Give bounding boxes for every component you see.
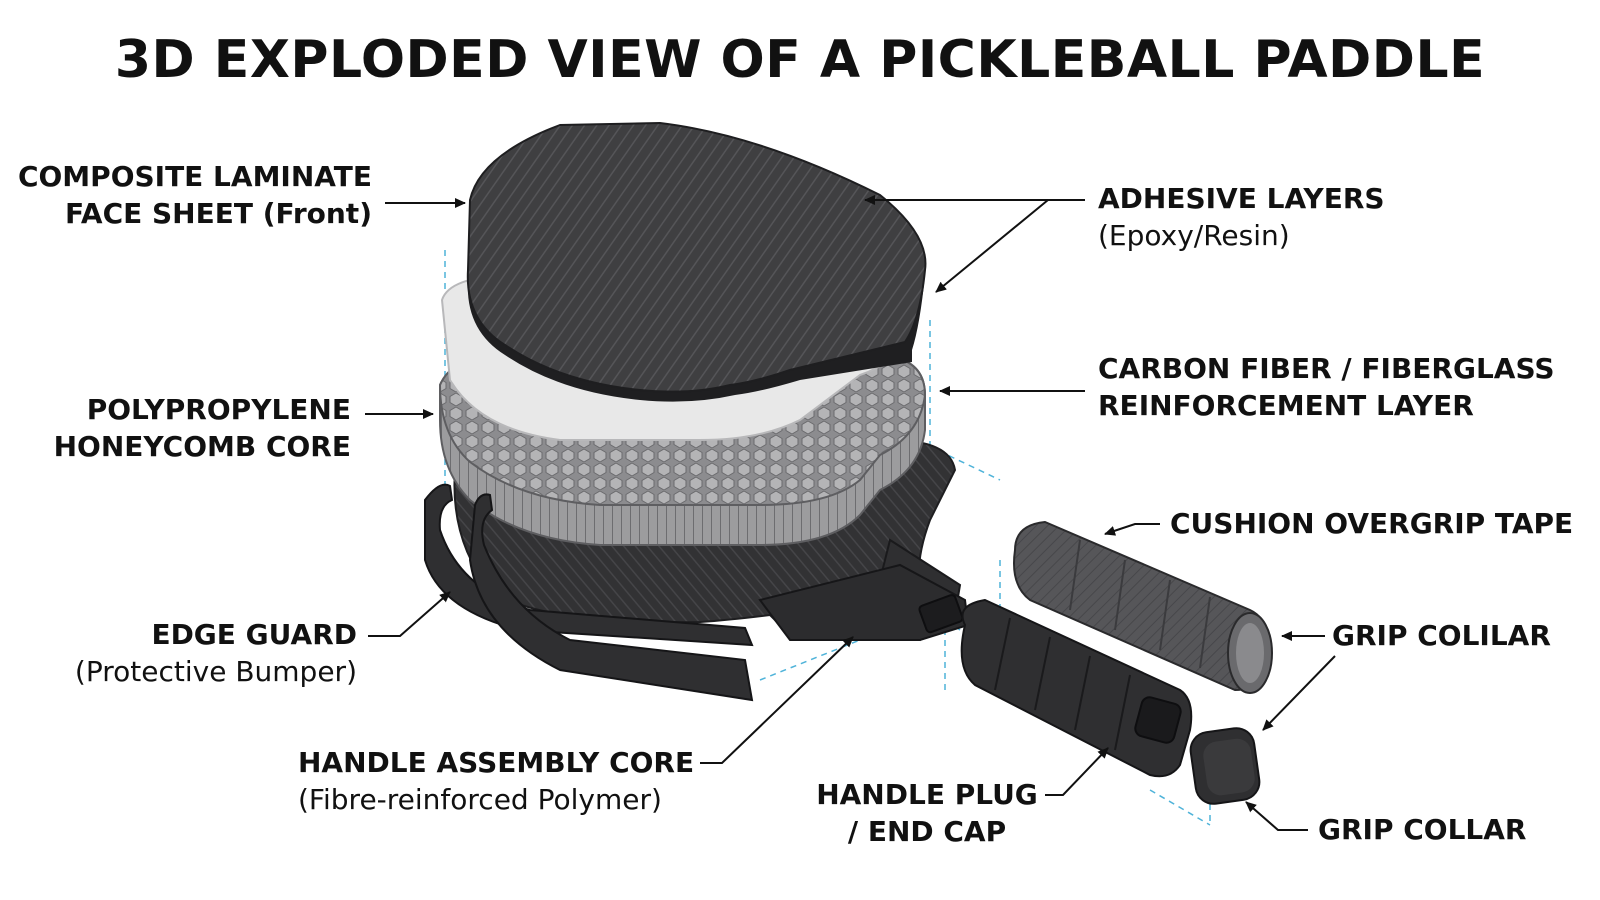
label-handle-plug: HANDLE PLUG / END CAP <box>812 776 1042 850</box>
label-face-sheet: COMPOSITE LAMINATE FACE SHEET (Front) <box>18 158 372 232</box>
label-adhesive-line1: ADHESIVE LAYERS <box>1098 182 1385 215</box>
label-adhesive-line2: (Epoxy/Resin) <box>1098 219 1290 252</box>
overgrip-tape <box>1013 520 1273 694</box>
grip-collar <box>1189 727 1261 805</box>
edge-guard <box>424 483 754 702</box>
label-honeycomb-line2: HONEYCOMB CORE <box>53 430 351 463</box>
handle-assembly-core <box>758 563 970 641</box>
callout-arrows <box>365 195 1336 831</box>
arrow-handle-plug <box>1045 747 1109 796</box>
label-face-sheet-line1: COMPOSITE LAMINATE <box>17 160 372 193</box>
arrow-overgrip <box>1104 523 1160 536</box>
label-handle-core-line2: (Fibre-reinforced Polymer) <box>298 783 662 816</box>
label-edge-guard-line2: (Protective Bumper) <box>74 655 357 688</box>
face-sheet <box>466 121 927 402</box>
label-overgrip-line1: CUSHION OVERGRIP TAPE <box>1170 507 1574 540</box>
label-handle-plug-line2: / END CAP <box>847 815 1007 848</box>
arrow-grip-collar <box>1245 801 1308 831</box>
label-edge-guard: EDGE GUARD (Protective Bumper) <box>75 616 357 690</box>
label-grip-colilar-line1: GRIP COLILAR <box>1332 619 1551 652</box>
diagram-title: 3D EXPLODED VIEW OF A PICKLEBALL PADDLE <box>114 30 1486 90</box>
label-honeycomb: POLYPROPYLENE HONEYCOMB CORE <box>54 391 351 465</box>
label-adhesive: ADHESIVE LAYERS (Epoxy/Resin) <box>1098 180 1385 254</box>
label-edge-guard-line1: EDGE GUARD <box>151 618 357 651</box>
label-grip-collar: GRIP COLLAR <box>1318 811 1527 848</box>
label-handle-core-line1: HANDLE ASSEMBLY CORE <box>298 746 695 779</box>
label-reinforcement-line2: REINFORCEMENT LAYER <box>1098 389 1474 422</box>
label-grip-collar-line1: GRIP COLLAR <box>1318 813 1527 846</box>
label-reinforcement-line1: CARBON FIBER / FIBERGLASS <box>1098 352 1555 385</box>
label-reinforcement: CARBON FIBER / FIBERGLASS REINFORCEMENT … <box>1098 350 1555 424</box>
label-face-sheet-line2: FACE SHEET (Front) <box>64 197 372 230</box>
label-overgrip: CUSHION OVERGRIP TAPE <box>1170 505 1573 542</box>
handle-plug <box>960 598 1193 778</box>
arrow-handle-core <box>700 636 854 764</box>
label-honeycomb-line1: POLYPROPYLENE <box>86 393 351 426</box>
arrow-adhesive-side <box>935 199 1049 293</box>
label-handle-plug-line1: HANDLE PLUG <box>816 778 1038 811</box>
label-handle-core: HANDLE ASSEMBLY CORE (Fibre-reinforced P… <box>298 744 694 818</box>
label-grip-colilar: GRIP COLILAR <box>1332 617 1551 654</box>
arrow-edge-guard <box>368 591 451 637</box>
arrow-grip-colilar-side <box>1262 655 1336 731</box>
